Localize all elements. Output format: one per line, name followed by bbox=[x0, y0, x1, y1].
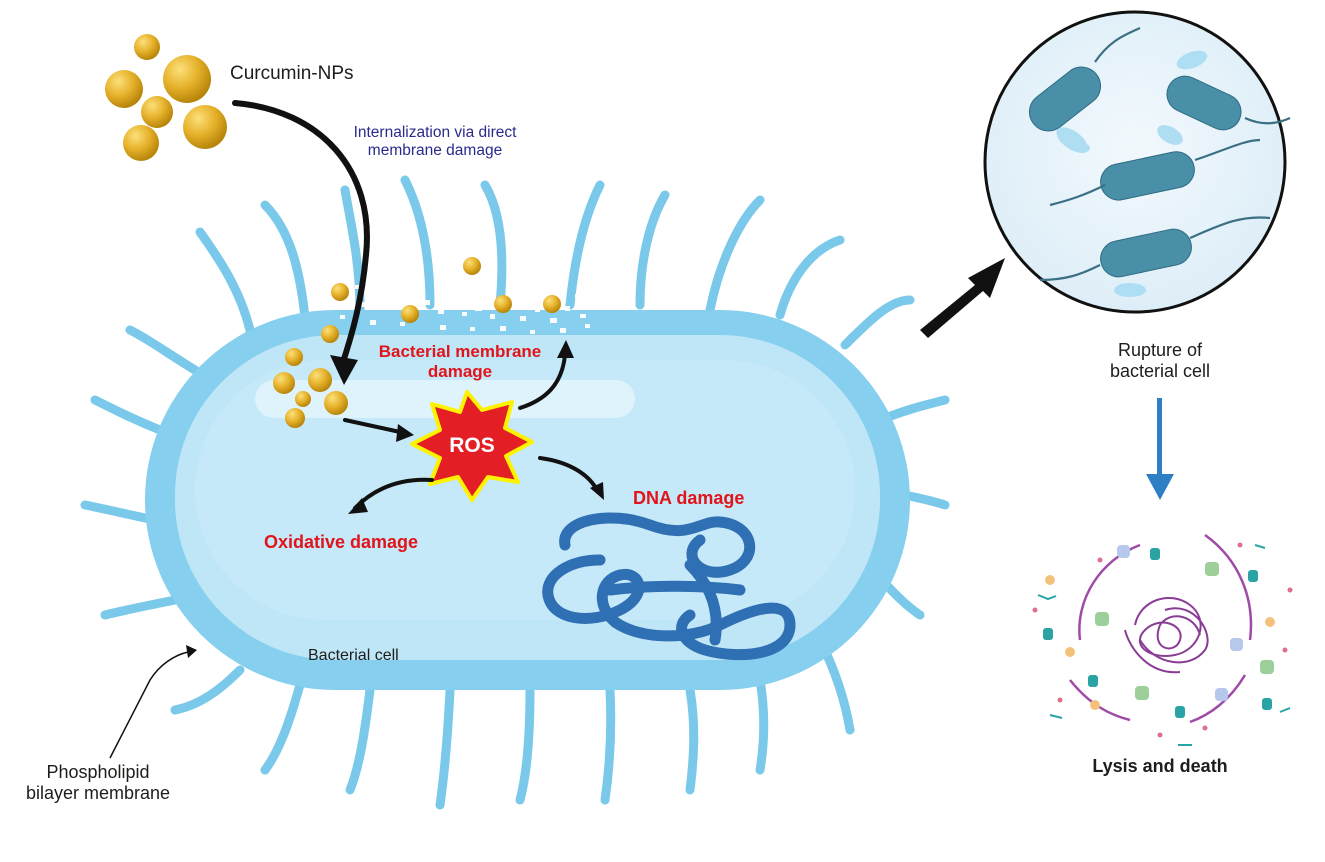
dna-damage-label: DNA damage bbox=[633, 488, 745, 508]
rupture-label-line1: Rupture of bbox=[1117, 340, 1203, 360]
internalization-label: Internalization via direct membrane dama… bbox=[330, 124, 540, 160]
internalization-arrow bbox=[232, 100, 370, 385]
ros-label: ROS bbox=[449, 434, 495, 457]
phospholipid-pointer bbox=[109, 645, 197, 759]
lysis-debris bbox=[1032, 533, 1293, 746]
internalization-label-line2: membrane damage bbox=[367, 141, 503, 159]
ros-burst bbox=[410, 390, 534, 502]
rupture-label-line2: bacterial cell bbox=[1109, 360, 1211, 381]
lysis-label: Lysis and death bbox=[1092, 756, 1228, 776]
rupture-label: Rupture of bacterial cell bbox=[1075, 340, 1245, 381]
internalization-label-line1: Internalization via direct bbox=[353, 124, 517, 141]
rupture-circle bbox=[983, 10, 1291, 314]
nanoparticle-cluster bbox=[105, 34, 227, 161]
phospholipid-label-line2: bilayer membrane bbox=[25, 782, 171, 803]
oxidative-damage-label: Oxidative damage bbox=[264, 532, 419, 552]
ros-arrowheads bbox=[348, 340, 604, 514]
membrane-damage-label-line1: Bacterial membrane bbox=[378, 342, 542, 361]
phospholipid-label: Phospholipid bilayer membrane bbox=[18, 762, 178, 803]
nanoparticles-label: Curcumin-NPs bbox=[230, 63, 354, 84]
membrane-fragments bbox=[320, 285, 600, 334]
dna-coil bbox=[542, 512, 796, 661]
membrane-damage-label: Bacterial membrane damage bbox=[365, 342, 555, 381]
to-lysis-arrow bbox=[1146, 398, 1174, 500]
bacterial-cell-label: Bacterial cell bbox=[308, 647, 399, 664]
membrane-damage-label-line2: damage bbox=[427, 361, 493, 381]
to-rupture-arrow bbox=[920, 258, 1005, 338]
internalized-nanoparticles bbox=[273, 257, 561, 428]
phospholipid-label-line1: Phospholipid bbox=[46, 762, 150, 782]
